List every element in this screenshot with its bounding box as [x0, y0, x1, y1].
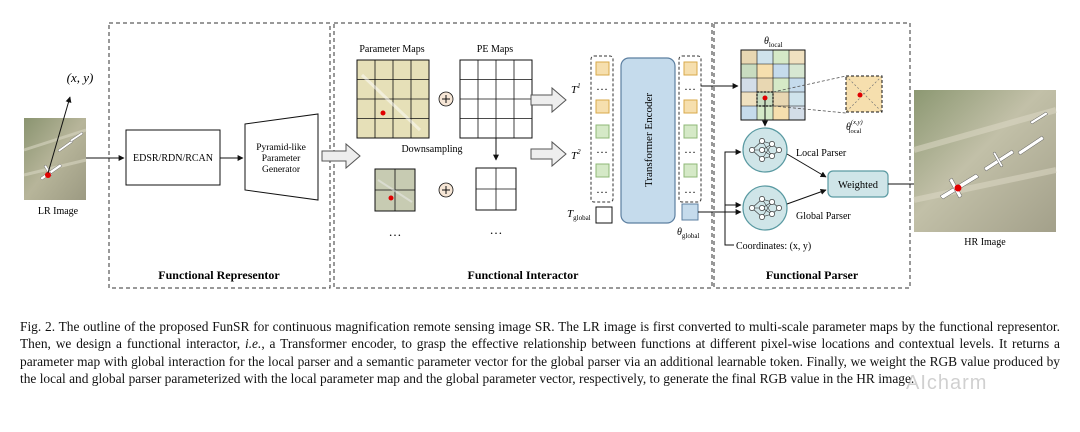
input-token-1 [595, 61, 610, 76]
parser-section [713, 22, 911, 289]
param-map-red-dot [380, 110, 386, 116]
ellipsis-right: … [490, 222, 503, 237]
watermark: AIcharm [906, 372, 988, 394]
hr-red-dot [954, 184, 962, 192]
lr-image [23, 118, 87, 200]
pe-maps-label: PE Maps [477, 44, 514, 55]
lr-image-label: LR Image [38, 206, 79, 217]
encoder-box [125, 129, 221, 186]
lr-red-dot [45, 172, 51, 178]
param-map-small [374, 168, 416, 212]
output-dots-3: … [684, 182, 696, 196]
coordinates-bracket [724, 149, 742, 246]
generator-trapezoid [244, 113, 319, 201]
pe-map-small [475, 167, 517, 211]
output-dots-2: … [684, 142, 696, 156]
param-map-small-red-dot [388, 195, 394, 201]
interactor-section [333, 22, 713, 289]
hr-image-label: HR Image [964, 237, 1006, 248]
figure-diagram: Functional Representor Functional Intera… [23, 22, 1057, 289]
param-maps-label: Parameter Maps [359, 44, 424, 55]
input-token-global [595, 206, 613, 224]
zoom-red-dot [857, 92, 863, 98]
local-to-weighted-arrow [786, 153, 827, 178]
input-dots-3: … [596, 182, 608, 196]
theta-local-zoom [845, 75, 883, 113]
generator-label-3: Generator [262, 165, 301, 175]
coordinates-label: Coordinates: (x, y) [736, 241, 811, 252]
theta-local-xy-label: θ(x,y)local [846, 119, 863, 135]
input-token-4 [595, 163, 610, 178]
theta-local-grid [740, 49, 806, 121]
input-token-3 [595, 124, 610, 139]
output-token-4 [683, 163, 698, 178]
generator-label-1: Pyramid-like [256, 143, 306, 153]
plus-icon-bottom [438, 182, 454, 198]
section-interactor-label: Functional Interactor [468, 268, 580, 282]
output-token-global [681, 203, 699, 221]
input-dots-2: … [596, 142, 608, 156]
local-parser-label: Local Parser [796, 148, 847, 159]
theta-global-label: θglobal [677, 227, 699, 240]
output-token-column: … … … [678, 55, 702, 221]
section-representor-label: Functional Representor [158, 268, 280, 282]
t1-label: T1 [571, 82, 581, 96]
tglobal-label: Tglobal [567, 208, 591, 222]
output-token-3 [683, 124, 698, 139]
generator-label-2: Parameter [262, 154, 301, 164]
coord-arrow [47, 96, 72, 174]
theta-local-red-dot [762, 95, 768, 101]
input-token-2 [595, 99, 610, 114]
t2-label: T2 [571, 148, 581, 162]
global-parser-label: Global Parser [796, 211, 851, 222]
section-parser-label: Functional Parser [766, 268, 859, 282]
plus-icon-top [438, 91, 454, 107]
output-token-2 [683, 99, 698, 114]
downsampling-label: Downsampling [401, 144, 462, 155]
output-dots-1: … [684, 79, 696, 93]
weighted-label: Weighted [838, 180, 879, 191]
caption-prefix: Fig. 2. The outline of the proposed FunS… [20, 319, 1060, 352]
maps-to-tokens-arrow-bottom [530, 140, 567, 168]
transformer-label: Transformer Encoder [643, 93, 655, 187]
encoder-label: EDSR/RDN/RCAN [133, 153, 213, 164]
pe-map-large [459, 59, 533, 139]
figure-caption: Fig. 2. The outline of the proposed FunS… [20, 318, 1060, 388]
input-dots-1: … [596, 79, 608, 93]
param-map-large [356, 59, 430, 139]
caption-suffix: , a Transformer encoder, to grasp the ef… [20, 336, 1060, 387]
caption-ie: i.e. [244, 336, 262, 352]
global-to-weighted-arrow [786, 189, 827, 205]
coord-label: (x, y) [67, 70, 94, 85]
output-token-1 [683, 61, 698, 76]
generator-to-maps-arrow [321, 142, 361, 170]
ellipsis-left: … [389, 224, 402, 239]
input-token-column: … … … [590, 55, 614, 224]
hr-image [913, 90, 1057, 232]
maps-to-tokens-arrow-top [530, 86, 567, 114]
transformer-encoder-box [620, 57, 676, 224]
zoom-lines [772, 75, 847, 114]
theta-local-label: θlocal [764, 36, 783, 49]
global-parser-network [742, 185, 788, 231]
local-parser-network [742, 127, 788, 173]
